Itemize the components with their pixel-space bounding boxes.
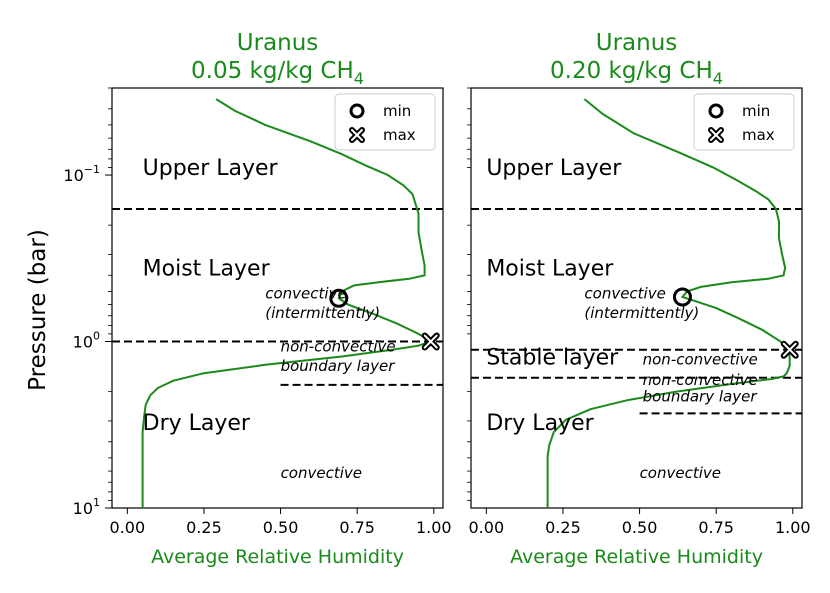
x-tick-label: 0.25: [545, 518, 581, 537]
max-marker: [780, 340, 799, 359]
layer-annotation: (intermittently): [584, 304, 699, 322]
marker-x-inner: [710, 129, 722, 141]
chart-title-line1: Uranus: [237, 30, 319, 56]
max-marker: [421, 332, 440, 351]
layer-annotation: boundary layer: [643, 388, 758, 406]
y-tick-label: 101: [73, 496, 100, 518]
layer-annotation: non-convective: [281, 338, 396, 356]
legend: min max: [693, 93, 795, 151]
x-tick-label: 1.00: [416, 518, 452, 537]
marker-x-inner: [351, 129, 363, 141]
chart-title-line2-subscript: 4: [354, 69, 364, 88]
legend: min max: [334, 93, 436, 151]
humidity-curve: [141, 98, 433, 508]
min-marker: [329, 288, 349, 308]
plot-frame: [111, 87, 444, 509]
marker-x-inner: [423, 334, 438, 349]
legend-label: max: [742, 126, 775, 144]
legend-label: min: [383, 102, 411, 120]
y-tick-base: 10: [63, 166, 83, 185]
legend-max-marker: [708, 127, 724, 143]
chart-title-line2-subscript: 4: [713, 69, 723, 88]
x-axis-label: Average Relative Humidity: [151, 546, 404, 568]
y-tick-exponent: −1: [84, 163, 100, 176]
y-tick-label: 100: [73, 330, 100, 352]
y-tick-exponent: 1: [93, 496, 100, 509]
legend-min-marker: [708, 103, 724, 119]
layer-annotation: non-convective: [643, 350, 758, 368]
legend-max-marker: [349, 127, 365, 143]
x-tick-label: 0.50: [263, 518, 299, 537]
layer-annotation: Dry Layer: [486, 411, 594, 436]
marker-x-inner: [782, 342, 797, 357]
x-tick-label: 0.25: [186, 518, 222, 537]
humidity-curve: [546, 98, 791, 508]
min-marker: [672, 287, 692, 307]
chart-title-line2: 0.20 kg/kg CH4: [550, 58, 723, 88]
layer-annotation: Dry Layer: [143, 411, 251, 436]
y-tick-base: 10: [73, 333, 93, 352]
chart-title-line2-main: 0.05 kg/kg CH: [191, 58, 354, 84]
y-axis-label: Pressure (bar): [25, 229, 51, 391]
plot-frame: [470, 87, 803, 509]
x-axis-label: Average Relative Humidity: [510, 546, 763, 568]
layer-annotation: convective: [640, 464, 721, 482]
chart-title-line1: Uranus: [596, 30, 678, 56]
x-tick-label: 0.75: [698, 518, 734, 537]
layer-annotation: Stable layer: [486, 345, 619, 370]
y-tick-label: 10−1: [63, 163, 100, 185]
layer-annotation: Moist Layer: [486, 256, 614, 281]
layer-annotation: Upper Layer: [143, 156, 279, 181]
y-tick-exponent: 0: [93, 330, 100, 343]
x-tick-label: 0.00: [469, 518, 505, 537]
chart-title-line2-main: 0.20 kg/kg CH: [550, 58, 713, 84]
layer-annotation: convective: [265, 284, 346, 302]
layer-annotation: Upper Layer: [486, 156, 622, 181]
layer-annotation: Moist Layer: [143, 256, 271, 281]
layer-annotation: non-convective: [643, 371, 758, 389]
legend-min-marker: [349, 103, 365, 119]
layer-annotation: convective: [584, 284, 665, 302]
x-tick-label: 1.00: [775, 518, 811, 537]
x-tick-label: 0.00: [110, 518, 146, 537]
y-tick-base: 10: [73, 499, 93, 518]
layer-annotation: (intermittently): [265, 304, 380, 322]
x-tick-label: 0.75: [339, 518, 375, 537]
legend-label: max: [383, 126, 416, 144]
legend-label: min: [742, 102, 770, 120]
chart-title-line2: 0.05 kg/kg CH4: [191, 58, 364, 88]
layer-annotation: convective: [281, 464, 362, 482]
layer-annotation: boundary layer: [281, 357, 396, 375]
x-tick-label: 0.50: [622, 518, 658, 537]
